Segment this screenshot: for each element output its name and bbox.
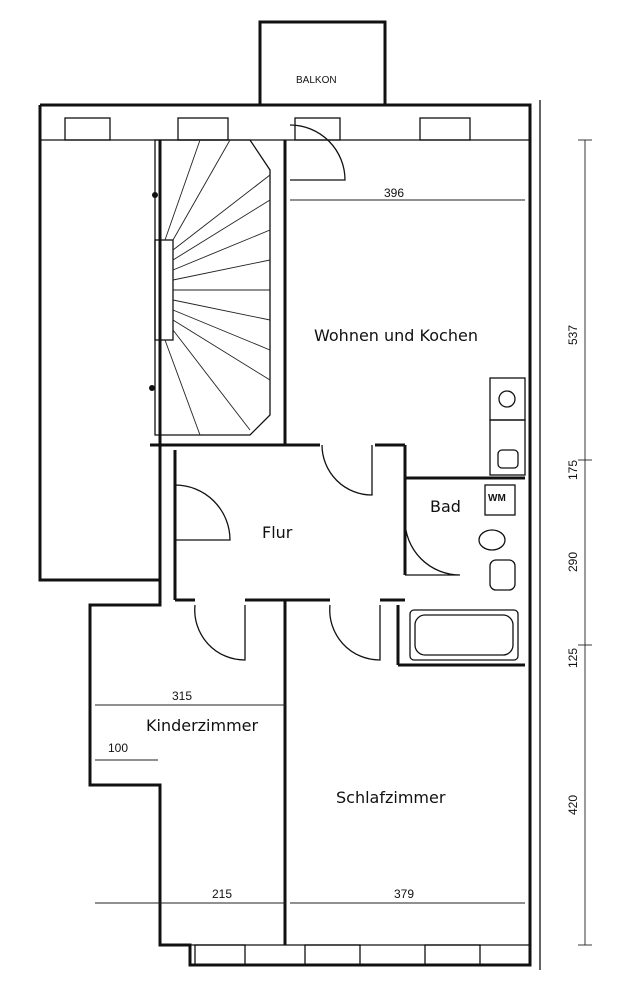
toilet	[478, 529, 506, 551]
dim-wohnen-width: 396	[384, 186, 405, 200]
flur-label: Flur	[262, 523, 293, 542]
bathtub	[409, 609, 519, 661]
dim-kinder-width: 315	[172, 689, 193, 703]
dim-right-5: 420	[566, 794, 580, 815]
dim-schlaf-width: 379	[394, 887, 415, 901]
dim-right-2: 175	[566, 459, 580, 480]
wohnen-label: Wohnen und Kochen	[314, 326, 478, 345]
sink	[489, 559, 516, 591]
washing-machine	[484, 484, 516, 516]
dim-right-3: 290	[566, 551, 580, 572]
dim-kinder-bottom: 215	[212, 887, 233, 901]
wm-label: WM	[488, 493, 506, 504]
balkon-label: BALKON	[296, 75, 337, 86]
staircase	[149, 139, 271, 436]
doors	[174, 124, 461, 661]
dim-right-1: 537	[566, 324, 580, 345]
fixtures	[409, 377, 526, 661]
kinderzimmer-label: Kinderzimmer	[146, 716, 259, 735]
dimension-lines	[95, 139, 592, 946]
dim-right-4: 125	[566, 647, 580, 668]
interior-walls	[150, 140, 525, 945]
dim-kinder-notch: 100	[108, 741, 129, 755]
schlafzimmer-label: Schlafzimmer	[336, 788, 446, 807]
bad-label: Bad	[430, 497, 461, 516]
balcony	[258, 20, 387, 107]
